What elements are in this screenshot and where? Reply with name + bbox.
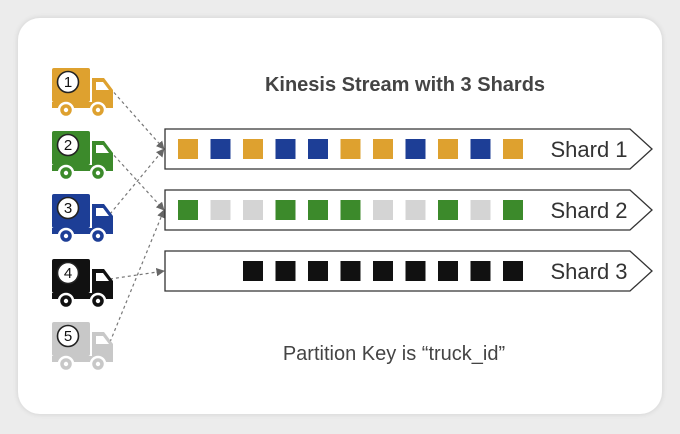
wheel-hub [95, 233, 101, 239]
record-square [373, 261, 393, 281]
wheel-hub [95, 170, 101, 176]
record-square [438, 261, 458, 281]
wheel-hub [95, 298, 101, 304]
record-square [405, 139, 426, 159]
record-square [340, 261, 361, 281]
truck-chassis [52, 356, 113, 362]
record-square [340, 139, 361, 159]
diagram-title: Kinesis Stream with 3 Shards [265, 74, 545, 96]
truck-chassis [52, 228, 113, 234]
wheel-hub [63, 107, 69, 113]
record-square [470, 139, 491, 159]
record-square [275, 200, 296, 220]
routing-arrow [109, 209, 166, 343]
truck-window [96, 273, 109, 281]
wheel-hub [63, 170, 69, 176]
record-square [275, 261, 296, 281]
truck-icon: 1 [52, 68, 113, 119]
record-square [210, 200, 231, 220]
truck-number-badge [56, 70, 80, 94]
wheel-hub [63, 298, 69, 304]
truck-window [96, 336, 109, 344]
truck-number: 2 [64, 137, 72, 154]
routing-arrow [109, 148, 165, 215]
truck-number-badge [56, 196, 80, 220]
wheel-hub [95, 107, 101, 113]
truck-number: 1 [64, 74, 72, 91]
record-square [308, 200, 328, 220]
record-square [405, 200, 426, 220]
truck-icon: 5 [52, 322, 113, 373]
record-square [243, 200, 263, 220]
record-square [178, 139, 198, 159]
truck-chassis [52, 102, 113, 108]
truck-number: 3 [64, 200, 72, 217]
truck-window [96, 208, 109, 216]
truck-icon: 4 [52, 259, 113, 310]
wheel-hub [95, 361, 101, 367]
record-square [503, 200, 523, 220]
truck-number: 4 [64, 265, 72, 282]
truck-window [96, 145, 109, 153]
truck-chassis [52, 293, 113, 299]
shard-label: Shard 3 [550, 259, 627, 284]
shard-3: Shard 3 [164, 250, 653, 292]
record-square [438, 200, 458, 220]
truck-icon: 2 [52, 131, 113, 182]
record-square [405, 261, 426, 281]
truck-number: 5 [64, 328, 72, 345]
record-square [340, 200, 361, 220]
truck-number-badge [56, 324, 80, 348]
routing-arrow [109, 150, 165, 211]
shard-1: Shard 1 [164, 128, 653, 170]
record-square [308, 261, 328, 281]
truck-chassis [52, 165, 113, 171]
truck-layer: 1 2 3 4 5 [52, 68, 113, 373]
truck-number-badge [56, 261, 80, 285]
shard-label: Shard 2 [550, 198, 627, 223]
routing-arrow [109, 87, 165, 150]
record-square [503, 261, 523, 281]
truck-number-badge [56, 133, 80, 157]
record-square [470, 261, 491, 281]
record-square [178, 200, 198, 220]
record-square [373, 200, 393, 220]
record-square [243, 261, 263, 281]
record-square [470, 200, 491, 220]
truck-window [96, 82, 109, 90]
partition-key-note: Partition Key is “truck_id” [283, 343, 505, 365]
shard-label: Shard 1 [550, 137, 627, 162]
record-square [503, 139, 523, 159]
wheel-hub [63, 361, 69, 367]
shard-2: Shard 2 [164, 189, 653, 231]
connector-layer [109, 87, 166, 343]
record-square [438, 139, 458, 159]
record-square [243, 139, 263, 159]
wheel-hub [63, 233, 69, 239]
record-square [308, 139, 328, 159]
record-square [373, 139, 393, 159]
shard-layer: Shard 1 Shard 2 Shard 3 [164, 128, 653, 292]
record-square [275, 139, 296, 159]
truck-icon: 3 [52, 194, 113, 245]
record-square [210, 139, 231, 159]
